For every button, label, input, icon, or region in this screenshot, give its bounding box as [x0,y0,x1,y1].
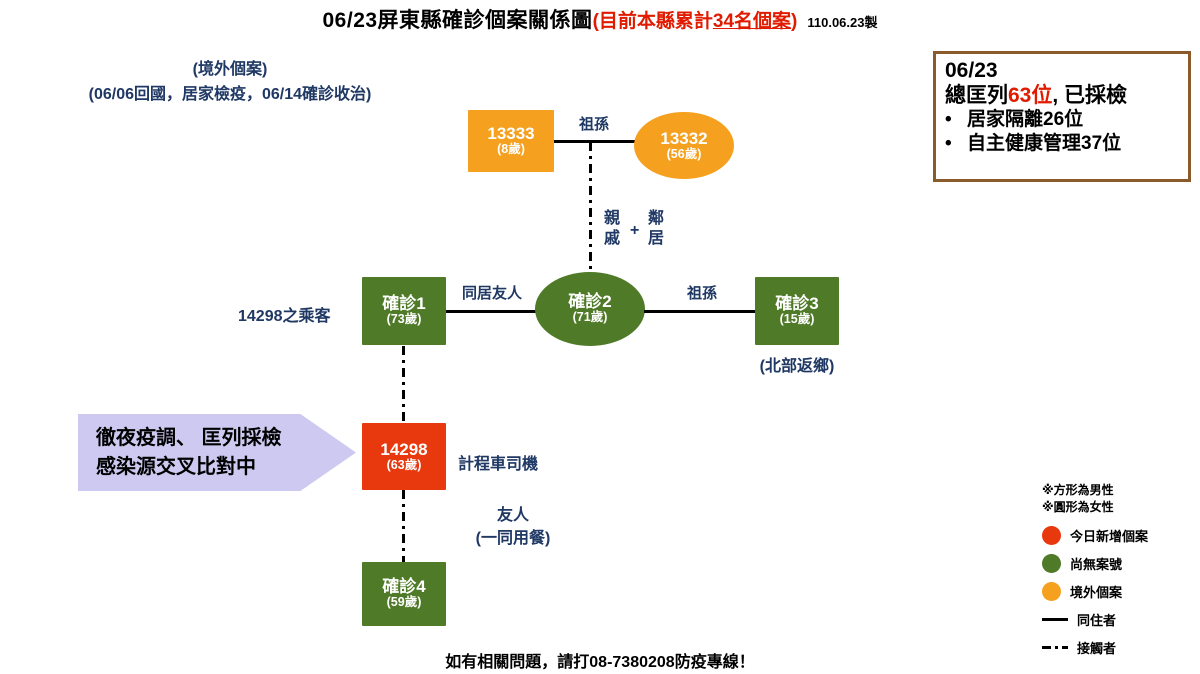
edge-13333-13332 [554,140,635,143]
title-date-stamp: 110.06.23製 [807,15,878,30]
edge-case1-14298 [402,346,405,423]
node-14298[interactable]: 14298 (63歲) [362,423,446,490]
bullet-mark: • [945,133,952,155]
edge-label-friend-detail: (一同用餐) [475,530,551,547]
legend-item-new-case: 今日新增個案 [1042,525,1192,545]
node-14298-id: 14298 [380,439,428,459]
edge-label-neighbor-char1: 鄰 [648,210,665,227]
node-case3[interactable]: 確診3 (15歲) [755,277,839,345]
node-13332-age: (56歲) [666,146,702,161]
edge-label-neighbor-char2: 居 [648,230,665,247]
node-13333[interactable]: 13333 (8歲) [468,110,554,172]
edge-label-neighbor: 鄰 居 [648,209,664,249]
summary-date: 06/23 [945,59,998,82]
edge-label-relative-char1: 親 [604,210,621,227]
title-total-cases: (目前本縣累計34名個案) [593,11,798,32]
status-banner-line1: 徹夜疫調、 匡列採檢 [96,426,282,449]
node-13333-id: 13333 [487,124,535,144]
legend-dot-orange-icon [1042,581,1061,601]
summary-bullet-home-isolation: • 居家隔離26位 [945,108,1181,132]
edge-label-cohabit-friend: 同居友人 [461,285,522,302]
node-case4-id: 確診4 [382,577,426,597]
summary-total-pre: 總匡列 [945,84,1008,108]
title-paren-post: ) [791,11,798,32]
legend-dashdot-line-icon [1042,645,1068,649]
summary-total: 總匡列63位, 已採檢 [945,83,1181,108]
title-case-count: 34名個案 [712,11,792,32]
status-banner-line2: 感染源交叉比對中 [96,455,256,478]
node-case1[interactable]: 確診1 (73歲) [362,277,446,345]
legend-item-cohabitant: 同住者 [1042,610,1192,629]
edge-case1-case2 [446,310,538,313]
edge-case2-case3 [644,310,757,313]
legend-dot-red-icon [1042,525,1061,545]
note-passenger-of-14298: 14298之乘客 [238,308,331,325]
note-taxi-driver: 計程車司機 [458,456,539,473]
page-title: 06/23屏東縣確診個案關係圖(目前本縣累計34名個案) 110.06.23製 [0,4,1200,34]
note-north-return: (北部返鄉) [759,358,835,375]
node-case2-id: 確診2 [568,292,612,312]
edge-13332-case2 [589,142,592,274]
summary-total-count: 63位 [1008,84,1053,108]
legend-label-imported-case: 境外個案 [1070,584,1123,600]
edge-14298-case4 [402,490,405,562]
summary-bullet-self-health-text: 自主健康管理37位 [967,133,1122,155]
bullet-mark: • [945,109,952,131]
summary-bullet-self-health: • 自主健康管理37位 [945,132,1181,156]
legend-item-contact: 接觸者 [1042,638,1192,657]
node-case2-age: (71歲) [572,310,608,325]
legend-item-imported-case: 境外個案 [1042,581,1192,601]
edge-label-plus: + [630,222,640,239]
legend-item-no-case-number: 尚無案號 [1042,553,1192,573]
node-13333-age: (8歲) [497,142,525,157]
footer-hotline: 如有相關問題，請打08-7380208防疫專線！ [445,654,755,671]
legend-label-contact: 接觸者 [1077,640,1117,656]
edge-label-relative: 親 戚 [604,209,620,249]
node-case1-age: (73歲) [386,312,422,327]
legend-label-cohabitant: 同住者 [1077,612,1117,628]
node-case4-age: (59歲) [386,595,422,610]
edge-label-grandparent-top: 祖孫 [578,116,609,133]
legend-note-circle-female: ※圓形為女性 [1042,500,1114,515]
legend: ※方形為男性 ※圓形為女性 今日新增個案 尚無案號 境外個案 同住者 接觸者 [1042,482,1192,657]
node-14298-age: (63歲) [386,457,422,472]
node-13332[interactable]: 13332 (56歲) [634,112,734,179]
note-imported-detail: (06/06回國，居家檢疫，06/14確診收治) [88,86,372,103]
note-imported-case: (境外個案) [192,61,268,78]
node-case2[interactable]: 確診2 (71歲) [535,272,645,346]
title-paren-pre: (目前本縣累計 [592,11,713,32]
legend-solid-line-icon [1042,617,1068,621]
node-case4[interactable]: 確診4 (59歲) [362,562,446,626]
legend-label-new-case: 今日新增個案 [1070,528,1149,544]
node-case1-id: 確診1 [382,294,426,314]
summary-total-post: , 已採檢 [1052,84,1128,108]
node-case3-age: (15歲) [779,312,815,327]
edge-label-friend: 友人 [496,507,529,524]
node-case3-id: 確診3 [775,294,819,314]
legend-note-square-male: ※方形為男性 [1042,483,1114,497]
legend-label-no-case-number: 尚無案號 [1070,556,1123,572]
summary-bullet-home-isolation-text: 居家隔離26位 [967,109,1084,131]
edge-label-grandparent-mid: 祖孫 [686,285,717,302]
summary-info-box: 06/23 總匡列63位, 已採檢 • 居家隔離26位 • 自主健康管理37位 [933,51,1191,182]
node-13332-id: 13332 [660,128,708,148]
edge-label-relative-char2: 戚 [604,230,621,247]
status-banner: 徹夜疫調、 匡列採檢 感染源交叉比對中 [78,414,356,491]
title-main-text: 06/23屏東縣確診個案關係圖 [322,9,593,32]
legend-dot-green-icon [1042,553,1061,573]
